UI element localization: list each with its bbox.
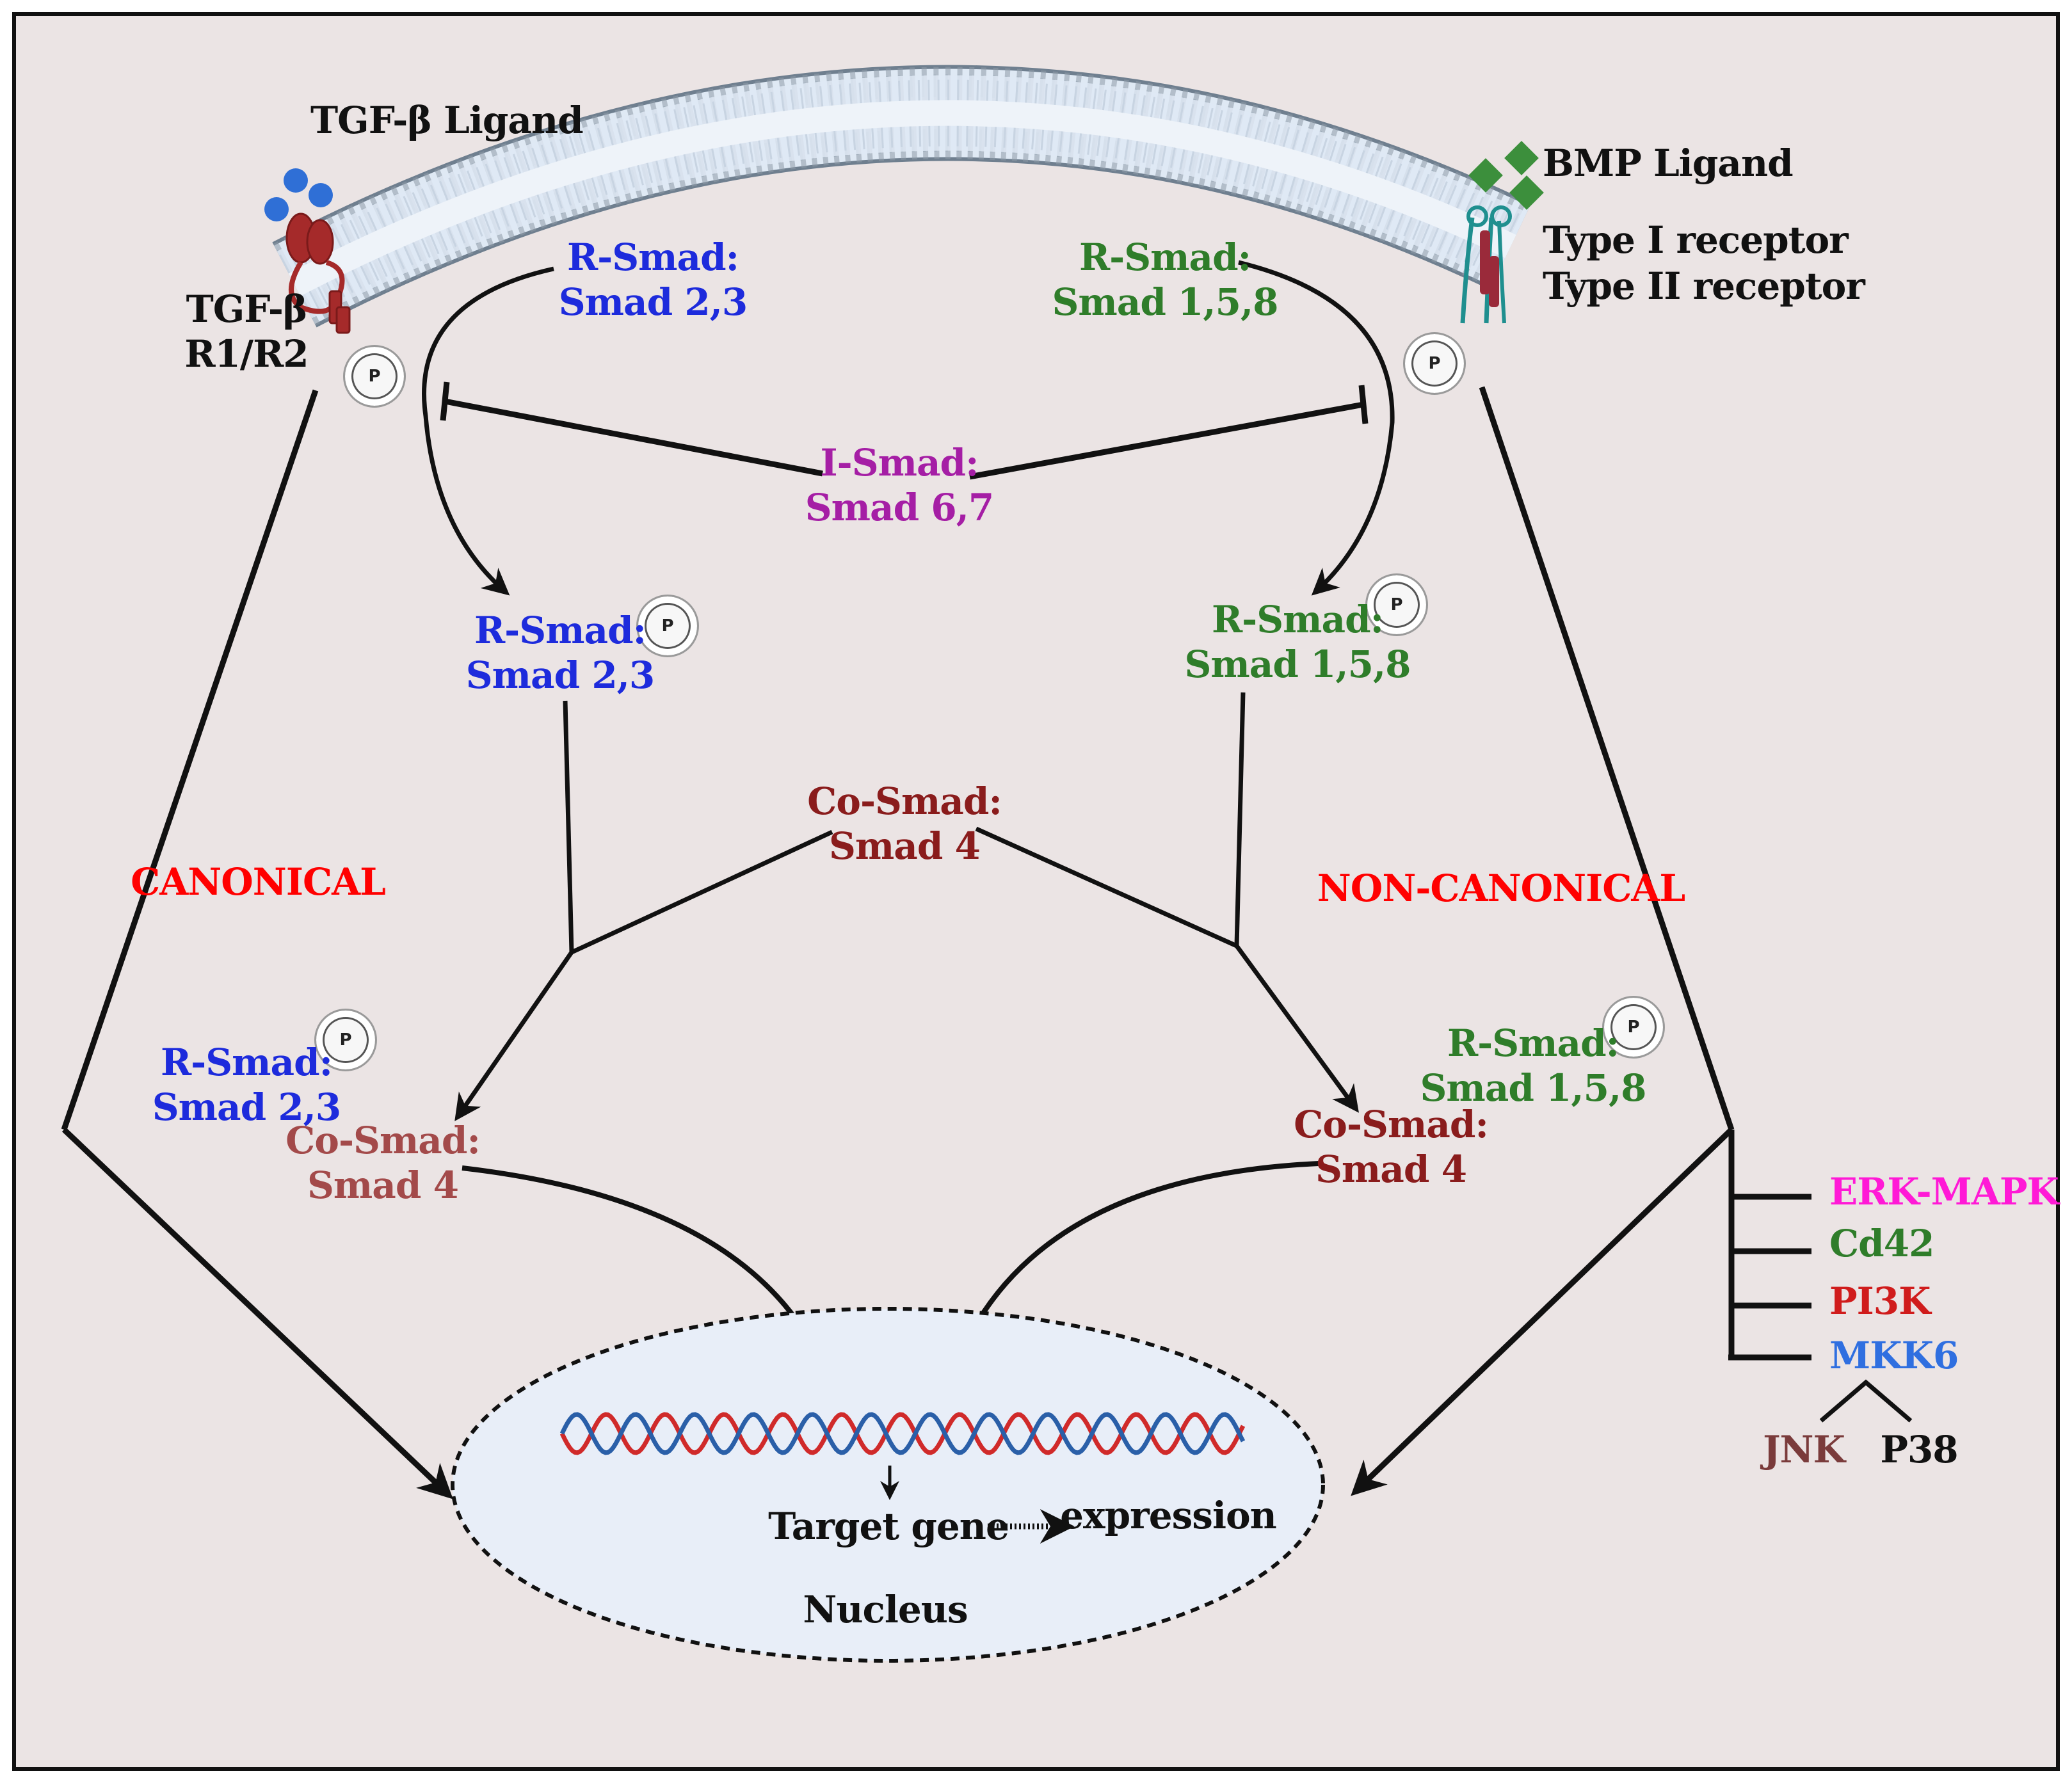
branch-erk-mapk: ERK-MAPK [1829,1170,2059,1213]
rsmad-tgf-low-line2: Smad 2,3 [152,1085,341,1129]
tgf-receptor-line1: TGF-β [186,287,308,331]
nucleus-label: Nucleus [803,1588,968,1631]
ismad-line1: I-Smad: [820,441,979,484]
type1-receptor-label: Type I receptor [1543,218,1849,262]
rsmad-tgf-mid-line2: Smad 2,3 [465,653,655,697]
tgf-ligand-label: TGF-β Ligand [310,99,584,142]
phospho-icon-rsmad-tgf-mid: P [636,595,699,657]
rsmad-bmp-top: R-Smad: Smad 1,5,8 [1052,235,1278,324]
rsmad-tgf-low: R-Smad: Smad 2,3 [152,1040,341,1130]
cosmad-mid-line2: Smad 4 [829,824,981,868]
dna-helix-icon [559,1412,1246,1455]
rsmad-bmp-mid-line1: R-Smad: [1211,598,1384,641]
tgf-ligand-icon [264,168,333,221]
rsmad-tgf-top-line1: R-Smad: [566,236,739,279]
expression-label: expression [1060,1494,1277,1537]
jnk-label: JNK [1763,1428,1845,1471]
phospho-icon-rsmad-bmp-low: P [1602,996,1665,1059]
cosmad-mid-line1: Co-Smad: [807,780,1002,823]
canonical-line [61,389,453,1499]
phospho-icon-tgf-receptor: P [343,345,406,408]
cell-membrane [272,65,1532,328]
noncanonical-label: NON-CANONICAL [1317,867,1685,910]
type2-receptor-label: Type II receptor [1543,264,1865,308]
ismad-line2: Smad 6,7 [805,486,994,529]
p38-label: P38 [1880,1428,1958,1471]
phospho-icon-bmp-receptor: P [1403,332,1466,395]
ismad-label: I-Smad: Smad 6,7 [805,440,994,530]
target-gene-label: Target gene [768,1505,1009,1548]
cosmad-left: Co-Smad: Smad 4 [285,1118,481,1208]
rsmad-tgf-top: R-Smad: Smad 2,3 [559,235,748,324]
cosmad-left-line2: Smad 4 [307,1163,459,1207]
rsmad-tgf-low-line1: R-Smad: [160,1041,333,1084]
rsmad-bmp-top-line2: Smad 1,5,8 [1052,280,1278,324]
rsmad-tgf-curve [422,266,554,596]
rsmad-tgf-top-line2: Smad 2,3 [558,280,748,324]
rsmad-tgf-mid-line1: R-Smad: [474,609,646,652]
rsmad-bmp-low: R-Smad: Smad 1,5,8 [1420,1021,1646,1110]
branch-pi3k: PI3K [1829,1279,1931,1323]
bmp-receptor-icon [1460,205,1512,324]
tgf-receptor-icon [285,212,351,334]
cosmad-right: Co-Smad: Smad 4 [1294,1102,1489,1192]
bmp-ligand-label: BMP Ligand [1543,141,1794,185]
complex-lines [454,692,1359,1121]
cosmad-right-line1: Co-Smad: [1294,1103,1489,1146]
branch-cd42: Cd42 [1829,1222,1934,1265]
rsmad-bmp-low-line2: Smad 1,5,8 [1420,1066,1646,1110]
cosmad-right-line2: Smad 4 [1315,1147,1467,1191]
phospho-icon-rsmad-tgf-low: P [314,1009,377,1071]
rsmad-bmp-mid: R-Smad: Smad 1,5,8 [1184,597,1411,687]
cosmad-left-line1: Co-Smad: [285,1119,481,1162]
canonical-label: CANONICAL [131,860,386,904]
cosmad-mid: Co-Smad: Smad 4 [807,779,1002,868]
ismad-inhibition [440,381,1369,480]
rsmad-bmp-low-line1: R-Smad: [1447,1021,1619,1065]
phospho-icon-rsmad-bmp-mid: P [1365,573,1428,636]
rsmad-tgf-mid: R-Smad: Smad 2,3 [466,608,655,698]
noncanonical-line [1351,386,1913,1496]
branch-mkk6: MKK6 [1829,1334,1959,1377]
tgf-receptor-line2: R1/R2 [184,332,309,376]
rsmad-bmp-top-line1: R-Smad: [1079,236,1251,279]
rsmad-bmp-curve [1238,260,1395,596]
tgf-receptor-label: TGF-β R1/R2 [184,287,309,376]
rsmad-bmp-mid-line2: Smad 1,5,8 [1184,643,1411,686]
gene-arrows [880,1466,1075,1544]
